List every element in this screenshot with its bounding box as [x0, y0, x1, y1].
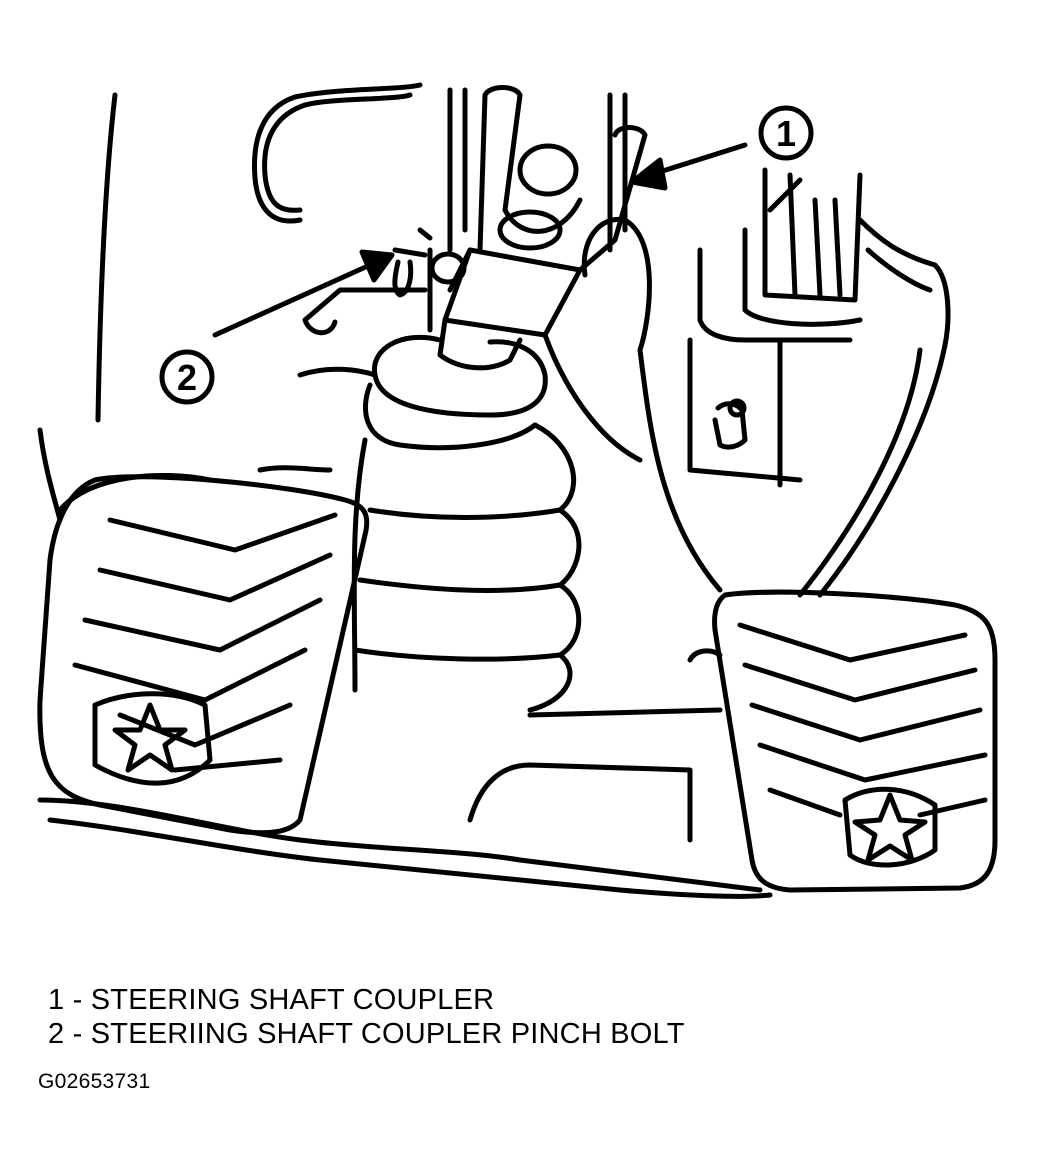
steering-coupler-illustration: 1 2 [37, 82, 998, 899]
legend: 1 - STEERING SHAFT COUPLER 2 - STEERIING… [48, 983, 685, 1051]
upper-cable [252, 82, 423, 224]
steering-shaft-coupler [437, 85, 648, 371]
left-pedal [37, 474, 370, 836]
legend-item-2: 2 - STEERIING SHAFT COUPLER PINCH BOLT [48, 1017, 685, 1051]
figure-id: G02653731 [38, 1070, 151, 1093]
steering-column-boot [297, 334, 582, 713]
legend-item-text: STEERIING SHAFT COUPLER PINCH BOLT [90, 1018, 685, 1050]
callout-1-number: 1 [776, 113, 796, 154]
callout-1 [758, 105, 814, 161]
callout-2-leader [212, 249, 395, 338]
legend-item-1: 1 - STEERING SHAFT COUPLER [48, 983, 685, 1017]
callout-2 [159, 349, 215, 405]
right-pedal [712, 589, 998, 893]
legend-item-text: STEERING SHAFT COUPLER [90, 984, 495, 1016]
legend-item-number: 2 [48, 1018, 65, 1050]
floor-tunnel [467, 216, 723, 843]
legend-item-separator: - [72, 984, 83, 1016]
callout-1-leader [629, 142, 748, 191]
floor-lines [37, 797, 773, 899]
right-bracket [687, 167, 951, 598]
dash-panel-left [37, 92, 333, 523]
callout-2-number: 2 [177, 357, 197, 398]
legend-item-number: 1 [48, 984, 65, 1016]
coupler-pinch-bolt [392, 227, 467, 298]
legend-item-separator: - [72, 1018, 83, 1050]
